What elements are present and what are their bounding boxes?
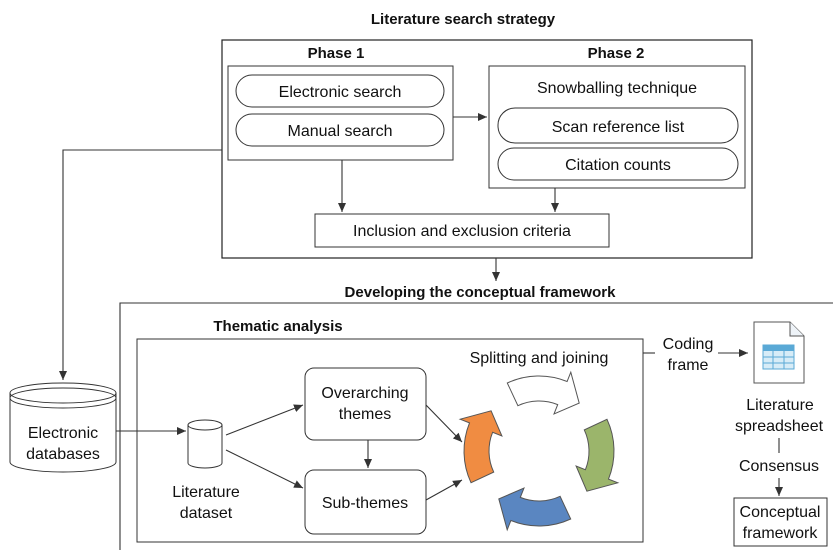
sub-themes-box [304, 469, 427, 535]
arrow-dataset-to-overarching [225, 404, 304, 436]
electronic-databases-label-2: databases [26, 446, 100, 463]
criteria-box [314, 213, 610, 248]
overarching-themes-label-2: themes [339, 406, 391, 423]
arrow-subthemes-to-cycle [425, 479, 463, 501]
splitting-joining-label: Splitting and joining [470, 350, 609, 367]
scan-reference-label: Scan reference list [552, 119, 685, 136]
electronic-search-pill [235, 74, 445, 108]
phase1-label: Phase 1 [308, 45, 365, 62]
consensus-label: Consensus [739, 458, 819, 475]
sub-themes-label: Sub-themes [322, 495, 408, 512]
citation-counts-pill [497, 147, 739, 181]
coding-frame-label-1: Coding [663, 336, 714, 353]
citation-counts-label: Citation counts [565, 157, 671, 174]
electronic-databases-cylinder [9, 382, 117, 473]
electronic-databases-label-1: Electronic [28, 425, 98, 442]
cycle-arrow-green [575, 418, 620, 492]
framework-title: Developing the conceptual framework [345, 284, 617, 301]
framework-outer-box [119, 302, 833, 550]
spreadsheet-label-1: Literature [746, 397, 814, 414]
phase2-label: Phase 2 [588, 45, 645, 62]
snowballing-label: Snowballing technique [537, 80, 697, 97]
coding-frame-label-2: frame [668, 357, 709, 374]
literature-dataset-cylinder [187, 419, 223, 469]
splitting-joining-cycle [458, 370, 620, 532]
criteria-label: Inclusion and exclusion criteria [353, 223, 571, 240]
manual-search-pill [235, 113, 445, 147]
manual-search-label: Manual search [288, 123, 393, 140]
literature-dataset-label-2: dataset [180, 505, 233, 522]
cycle-arrow-white [506, 370, 580, 415]
scan-reference-pill [497, 107, 739, 144]
cycle-arrow-blue [498, 487, 572, 532]
conceptual-framework-box [733, 497, 828, 547]
arrow-overarching-to-cycle [425, 404, 463, 443]
arrow-search-to-databases [59, 149, 222, 380]
thematic-analysis-label: Thematic analysis [213, 318, 342, 335]
conceptual-framework-label-2: framework [743, 525, 819, 542]
electronic-search-label: Electronic search [279, 84, 402, 101]
conceptual-framework-label-1: Conceptual [740, 504, 821, 521]
literature-dataset-label-1: Literature [172, 484, 240, 501]
overarching-themes-label-1: Overarching [321, 385, 408, 402]
spreadsheet-label-2: spreadsheet [735, 418, 824, 435]
overarching-themes-box [304, 367, 427, 441]
spreadsheet-icon [753, 321, 805, 384]
cycle-arrow-orange [458, 410, 503, 484]
literature-search-title: Literature search strategy [371, 11, 556, 28]
arrow-dataset-to-subthemes [225, 449, 304, 489]
